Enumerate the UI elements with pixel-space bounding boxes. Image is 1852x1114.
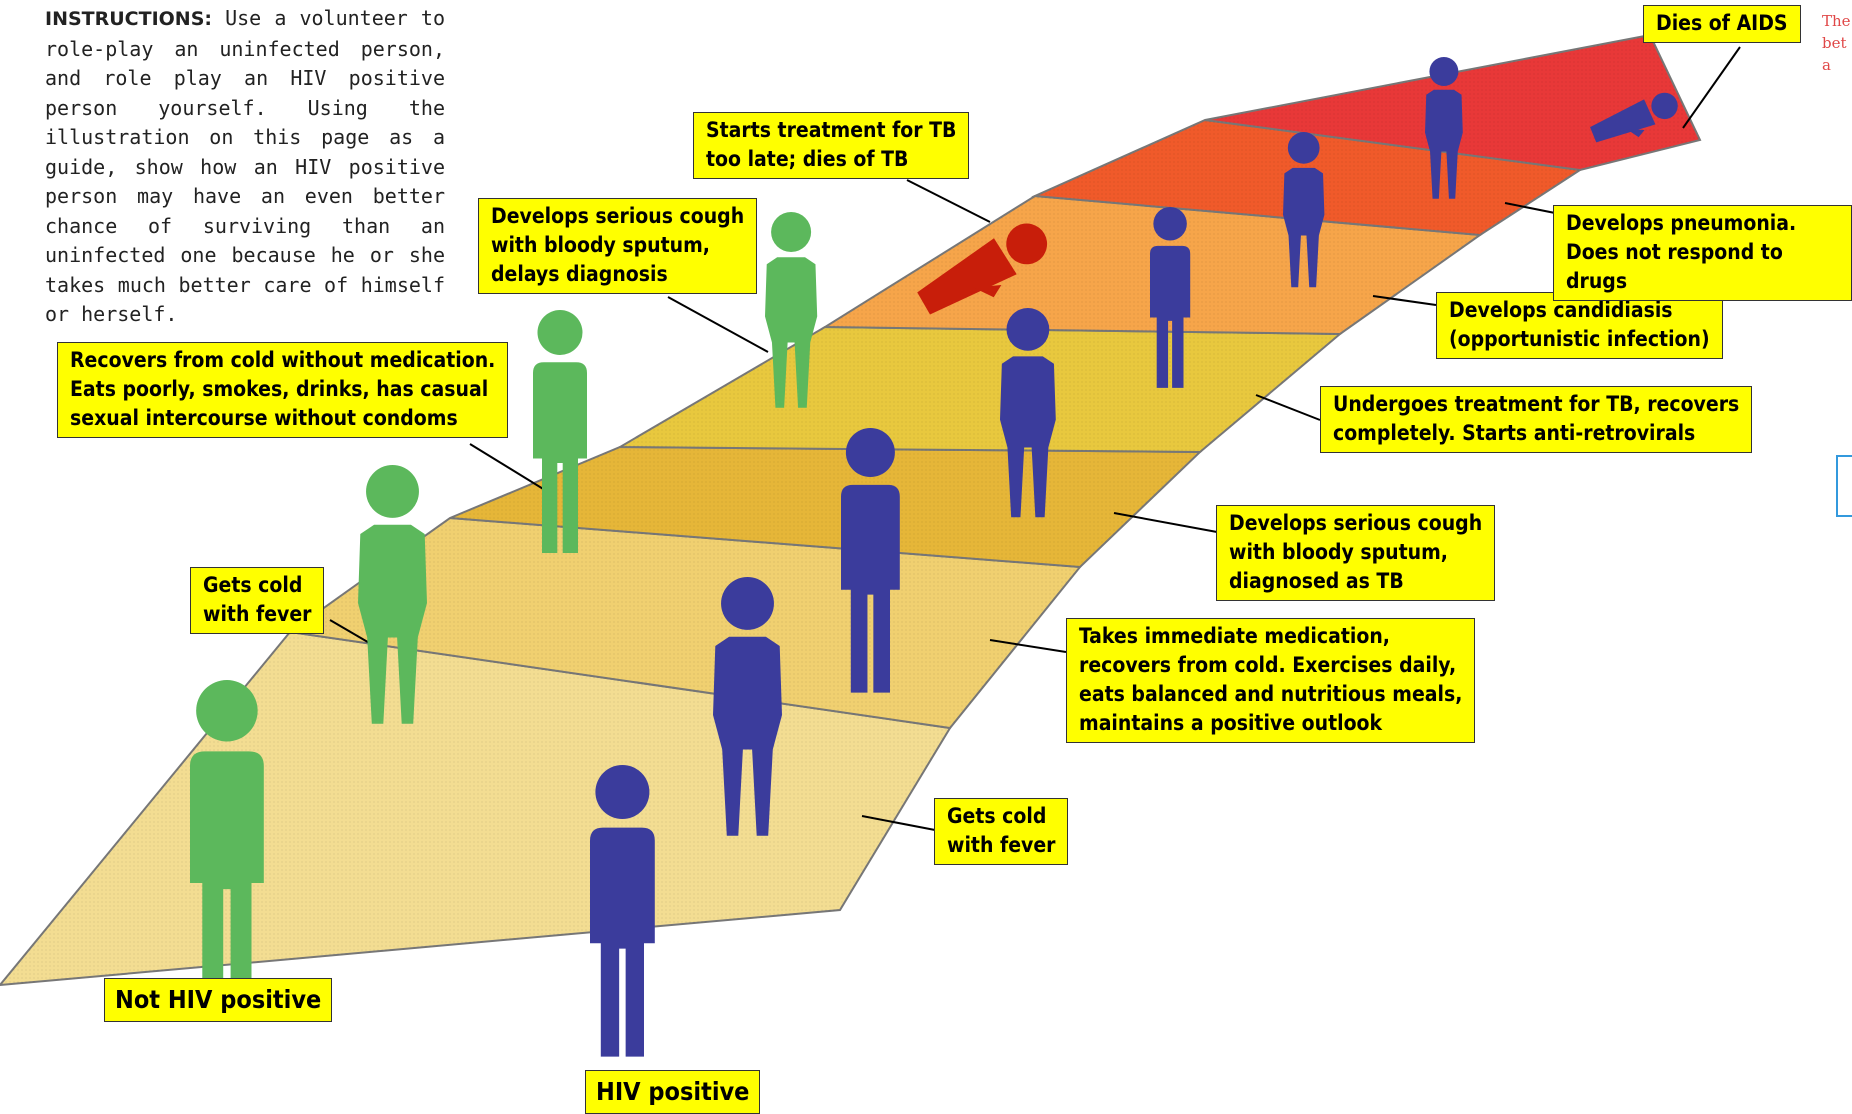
label-green-recovers: Recovers from cold without medication. E… [57,342,509,438]
label-green-cough: Develops serious cough with bloody sputu… [478,198,758,294]
label-blue-candida: Develops candidiasis (opportunistic infe… [1436,292,1723,359]
label-blue-medication: Takes immediate medication, recovers fro… [1066,618,1476,743]
connector-green-tb [906,179,991,223]
connector-green-cough [667,296,769,353]
instructions-heading: INSTRUCTIONS: [45,8,212,30]
blue-figure-candidiasis [1283,132,1325,288]
label-hiv-positive: HIV positive [585,1070,761,1114]
side-box [1836,455,1852,517]
connector-blue-cough [1113,512,1218,533]
green-figure-smoker [533,310,587,553]
green-figure-standing [190,680,264,1013]
label-green-cold: Gets cold with fever [190,567,325,634]
connector-blue-pneumonia [1504,202,1556,214]
connector-blue-candida [1372,295,1437,306]
blue-figure-dead [1590,92,1678,143]
label-not-hiv-positive: Not HIV positive [104,978,333,1022]
label-blue-cold: Gets cold with fever [934,798,1069,865]
label-blue-cough: Develops serious cough with bloody sputu… [1216,505,1496,601]
instructions-body: Use a volunteer to role-play an uninfect… [45,6,445,326]
connector-blue-medication [989,639,1067,653]
blue-figure-standing [590,765,655,1057]
blue-figure-recovered [1150,207,1191,388]
blue-figure-tb [1000,308,1056,518]
red-figure-dead [917,223,1048,315]
connector-blue-aids [1682,46,1741,129]
blue-figure-sick [713,577,782,836]
green-figure-coughing [765,212,818,408]
connector-blue-tb [1255,394,1321,421]
connector-lines [329,46,1741,831]
label-blue-pneumonia: Develops pneumonia. Does not respond to … [1553,205,1852,301]
instructions-text: INSTRUCTIONS: Use a volunteer to role-pl… [45,4,445,330]
label-blue-aids: Dies of AIDS [1643,5,1801,43]
label-blue-tb: Undergoes treatment for TB, recovers com… [1320,386,1753,453]
connector-green-recovers [469,443,554,496]
blue-figure-pneumonia [1425,57,1463,199]
label-green-tb: Starts treatment for TB too late; dies o… [693,112,970,179]
blue-figure-healthy [841,428,900,693]
green-figure-sick [358,465,427,724]
connector-blue-cold [861,815,936,831]
side-note-text: The bet a [1822,12,1851,74]
